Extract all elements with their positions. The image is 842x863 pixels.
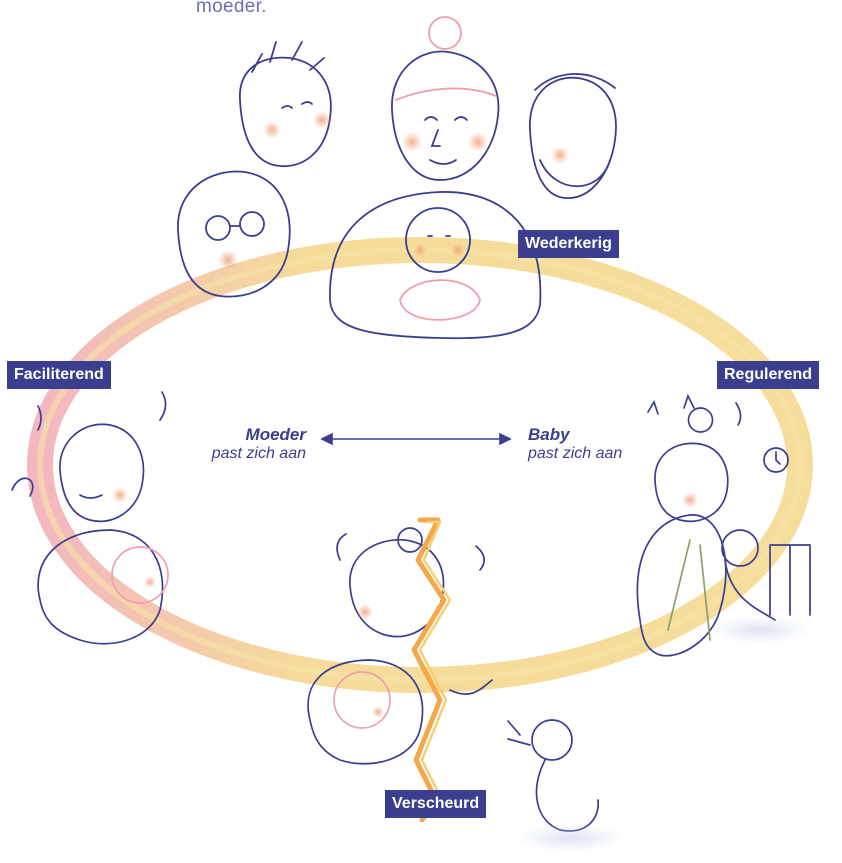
stage-label-verscheurd: Verscheurd <box>385 790 486 818</box>
cycle-ring <box>40 250 800 680</box>
stage-label-wederkerig: Wederkerig <box>518 230 619 258</box>
family-group-illustration <box>178 17 616 338</box>
mother-adapts-text: past zich aan <box>190 444 306 463</box>
baby-label: Baby <box>528 425 658 444</box>
stage-label-faciliterend: Faciliterend <box>7 361 111 389</box>
mother-label: Moeder <box>190 425 306 444</box>
baby-adapts-text: past zich aan <box>528 444 658 463</box>
stage-label-regulerend: Regulerend <box>717 361 819 389</box>
double-arrow <box>322 434 510 444</box>
baby-adapts-label: Baby past zich aan <box>528 425 658 463</box>
mother-adapts-label: Moeder past zich aan <box>190 425 306 463</box>
